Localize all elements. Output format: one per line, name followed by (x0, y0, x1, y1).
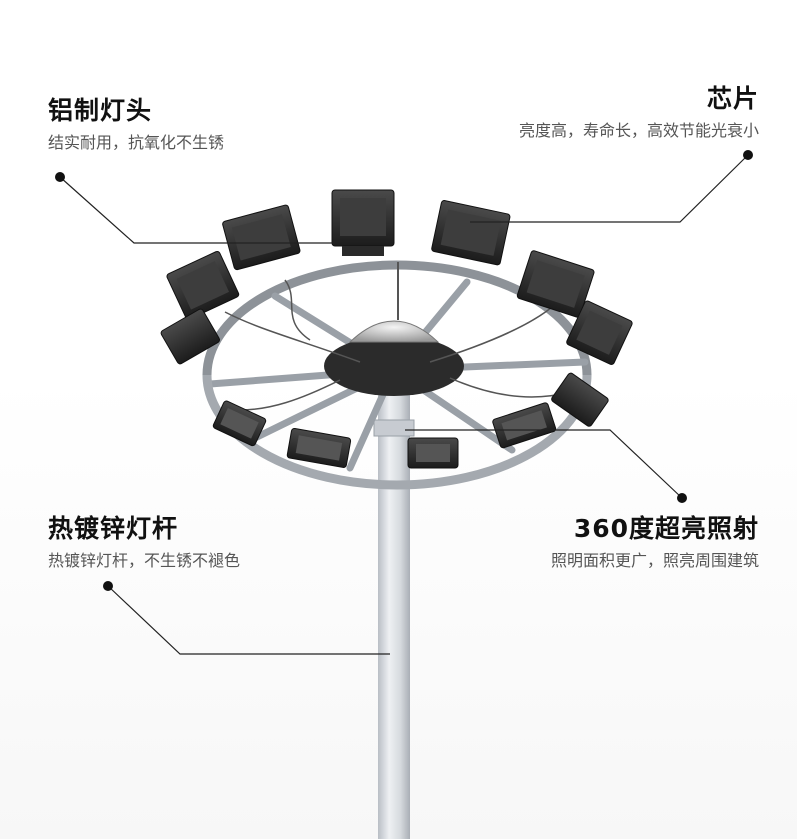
floodlight-head (166, 250, 240, 320)
leader-pole (107, 585, 390, 655)
callout-title: 芯片 (706, 84, 759, 113)
floodlight-head (331, 189, 395, 256)
center-hub (324, 336, 464, 396)
floodlight-head (160, 308, 220, 365)
galvanized-pole (378, 372, 410, 839)
floodlight-head (212, 400, 267, 447)
dot-pole (103, 581, 113, 591)
callout-desc: 热镀锌灯杆，不生锈不褪色 (48, 551, 241, 570)
leader-lighting (405, 429, 683, 499)
callout-lamp-head: 铝制灯头 结实耐用，抗氧化不生锈 (48, 96, 224, 154)
floodlight-head (516, 250, 595, 318)
leader-chip (470, 154, 749, 223)
floodlight-head (492, 402, 557, 449)
callout-lighting: 360度超亮照射 照明面积更广，照亮周围建筑 (551, 514, 759, 572)
dot-chip (743, 150, 753, 160)
callout-pole: 热镀锌灯杆 热镀锌灯杆，不生锈不褪色 (48, 514, 240, 572)
callout-title: 360度超亮照射 (573, 514, 759, 543)
callout-desc: 亮度高，寿命长，高效节能光衰小 (518, 121, 759, 140)
pole-sleeve (373, 419, 415, 437)
callout-dots (55, 150, 753, 591)
floodlight-head (566, 300, 633, 365)
callout-title: 铝制灯头 (48, 96, 153, 125)
floodlight-heads (160, 189, 633, 469)
callout-leaders (59, 154, 749, 655)
floodlight-head (222, 204, 301, 271)
floodlight-head (286, 427, 352, 468)
center-dome (348, 320, 440, 343)
floodlight-head (431, 200, 511, 266)
leader-lamp-head (59, 176, 335, 244)
callout-desc: 照明面积更广，照亮周围建筑 (550, 551, 759, 570)
callout-chip: 芯片 亮度高，寿命长，高效节能光衰小 (519, 84, 759, 142)
dot-lamp-head (55, 172, 65, 182)
floodlight-head (407, 437, 459, 469)
floodlight-head (551, 372, 609, 427)
callout-title: 热镀锌灯杆 (48, 514, 179, 543)
callout-desc: 结实耐用，抗氧化不生锈 (48, 133, 225, 152)
dot-lighting (677, 493, 687, 503)
